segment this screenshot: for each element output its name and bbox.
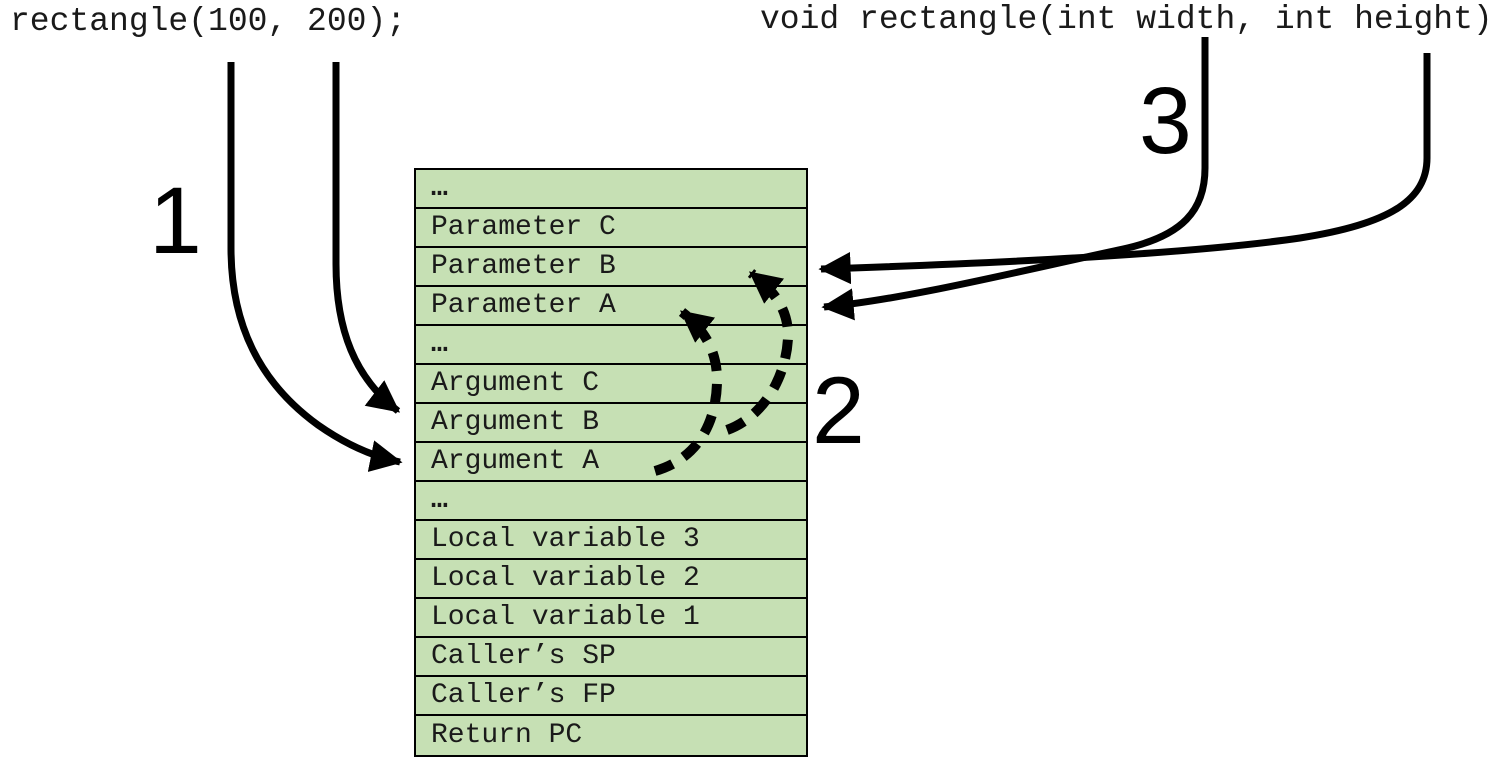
stack-row-ellipsis-top: …	[416, 170, 806, 209]
stack-row-callers-fp: Caller’s FP	[416, 677, 806, 716]
stack-row-argument-b: Argument B	[416, 404, 806, 443]
stack-row-local-variable-3: Local variable 3	[416, 521, 806, 560]
stack-row-local-variable-1: Local variable 1	[416, 599, 806, 638]
stack-row-callers-sp: Caller’s SP	[416, 638, 806, 677]
arrow-arg-100-to-argument-a	[227, 62, 403, 472]
caller-code: rectangle(100, 200);	[10, 3, 407, 40]
callee-signature: void rectangle(int width, int height)	[760, 1, 1493, 38]
stack-row-ellipsis-mid2: …	[416, 482, 806, 521]
step-label-1: 1	[149, 168, 202, 274]
stack-row-parameter-c: Parameter C	[416, 209, 806, 248]
stack-row-ellipsis-mid1: …	[416, 326, 806, 365]
stack-frame-table: … Parameter C Parameter B Parameter A … …	[414, 168, 808, 757]
arrow-arg-200-to-argument-b	[332, 62, 401, 414]
stack-row-local-variable-2: Local variable 2	[416, 560, 806, 599]
stack-row-parameter-b: Parameter B	[416, 248, 806, 287]
step-label-2: 2	[812, 358, 865, 464]
stack-row-parameter-a: Parameter A	[416, 287, 806, 326]
stack-row-argument-c: Argument C	[416, 365, 806, 404]
stack-row-return-pc: Return PC	[431, 720, 583, 751]
arrow-height-to-parameter-b	[818, 53, 1431, 285]
step-label-3: 3	[1139, 68, 1192, 174]
stack-row-argument-a: Argument A	[416, 443, 806, 482]
